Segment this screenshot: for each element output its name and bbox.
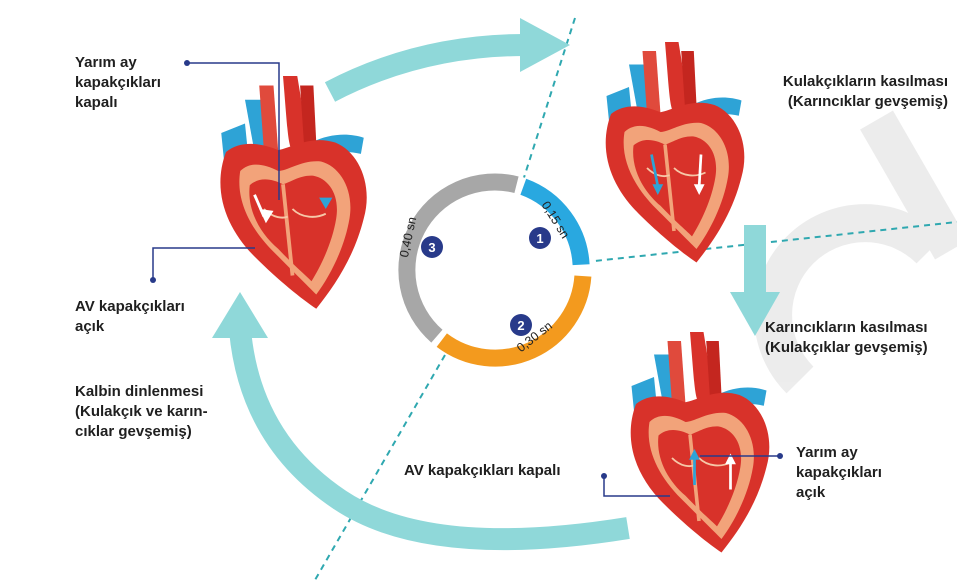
heart-top-right [606,42,745,263]
phase-badge-1: 1 [529,227,551,249]
label-av-closed: AV kapakçıkları kapalı [404,461,560,481]
label-semilunar-closed: Yarım ay kapakçıkları kapalı [75,53,161,113]
phase-badge-3: 3 [421,236,443,258]
arrow-bottom-head [212,292,268,338]
label-semilunar-open: Yarım ay kapakçıkları açık [796,443,882,503]
svg-text:3: 3 [428,240,435,255]
arrow-bottom-shaft [240,330,628,539]
label-ventricles-contract: Karıncıkların kasılması (Kulakçıklar gev… [765,318,928,358]
label-rest: Kalbin dinlenmesi (Kulakçık ve karın- cı… [75,382,208,442]
ring-segment-2 [442,276,583,358]
arrow-top-head [520,18,570,72]
leader-av-open [153,248,255,280]
svg-text:2: 2 [517,318,524,333]
label-av-open: AV kapakçıkları açık [75,297,185,337]
cycle-ring: 0,15 sn 0,30 sn 0,40 sn 1 2 3 [397,182,583,358]
label-atria-contract: Kulakçıkların kasılması (Karıncıklar gev… [752,72,948,112]
arrow-top-shaft [330,45,525,92]
phase-badge-2: 2 [510,314,532,336]
svg-text:1: 1 [536,231,543,246]
heart-top-left [220,76,366,309]
ring-segment-3 [407,182,517,336]
heart-bottom-right [631,332,770,553]
